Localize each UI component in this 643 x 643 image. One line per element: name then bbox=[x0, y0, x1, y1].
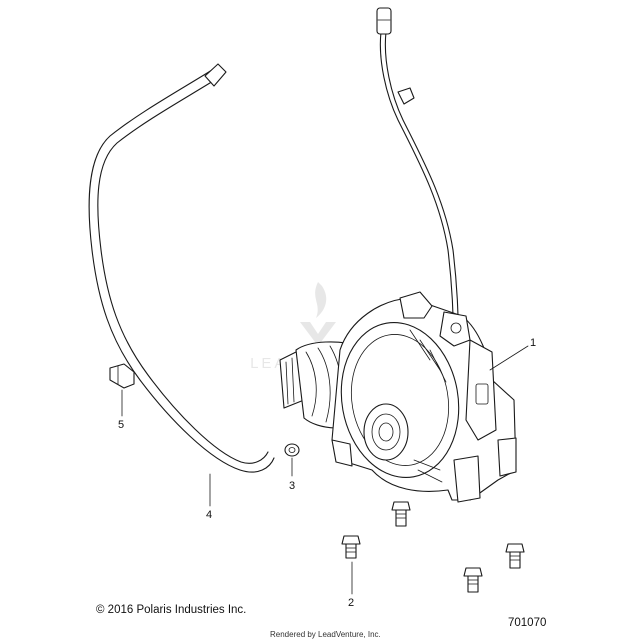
vent-hose bbox=[88, 63, 275, 473]
leader-1 bbox=[489, 345, 529, 371]
callout-1: 1 bbox=[530, 337, 536, 349]
part-2-bolt-a bbox=[341, 535, 361, 559]
part-5-clip bbox=[109, 363, 135, 389]
part-1-gearcase bbox=[279, 291, 517, 503]
harness-clip bbox=[397, 87, 415, 105]
callout-3: 3 bbox=[289, 480, 295, 492]
part-2-bolt-c bbox=[505, 543, 525, 569]
leader-lines bbox=[121, 345, 529, 595]
part-2-bolt-b bbox=[391, 501, 411, 527]
callout-2: 2 bbox=[348, 597, 354, 609]
callout-numbers: 1 2 3 4 5 bbox=[118, 337, 536, 609]
part-2-bolt-d bbox=[463, 567, 483, 593]
part-3-clamp bbox=[284, 443, 300, 457]
callout-4: 4 bbox=[206, 509, 212, 521]
callout-5: 5 bbox=[118, 419, 124, 431]
hose-end bbox=[204, 63, 227, 87]
harness-connector bbox=[376, 7, 392, 35]
rendered-by-text: Rendered by LeadVenture, Inc. bbox=[270, 630, 381, 639]
diagram-number: 701070 bbox=[508, 617, 547, 629]
copyright-text: © 2016 Polaris Industries Inc. bbox=[96, 604, 247, 616]
